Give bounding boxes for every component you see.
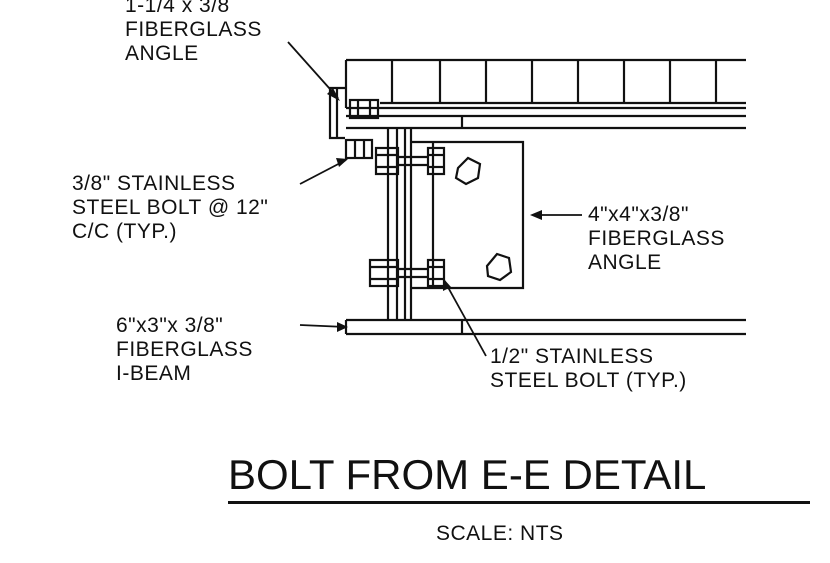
arrowheads [327,88,542,332]
top-flange [346,114,746,130]
upper-large-bolt [374,146,446,176]
small-bolt [344,98,380,160]
label-i-beam: 6"x3"x 3/8" FIBERGLASS I-BEAM [116,314,253,385]
lower-large-bolt [368,258,446,288]
title-underline [228,501,810,504]
detail-title: BOLT FROM E-E DETAIL [228,451,707,498]
i-beam-flange [344,318,746,336]
label-small-bolt: 3/8" STAINLESS STEEL BOLT @ 12" C/C (TYP… [72,172,269,243]
label-side-angle: 4"x4"x3/8" FIBERGLASS ANGLE [588,203,725,274]
grating-deck [344,58,746,110]
label-large-bolt: 1/2" STAINLESS STEEL BOLT (TYP.) [490,345,687,392]
scale-note: SCALE: NTS [436,522,564,545]
label-top-angle: 1-1/4 x 3/8 FIBERGLASS ANGLE [125,0,262,65]
